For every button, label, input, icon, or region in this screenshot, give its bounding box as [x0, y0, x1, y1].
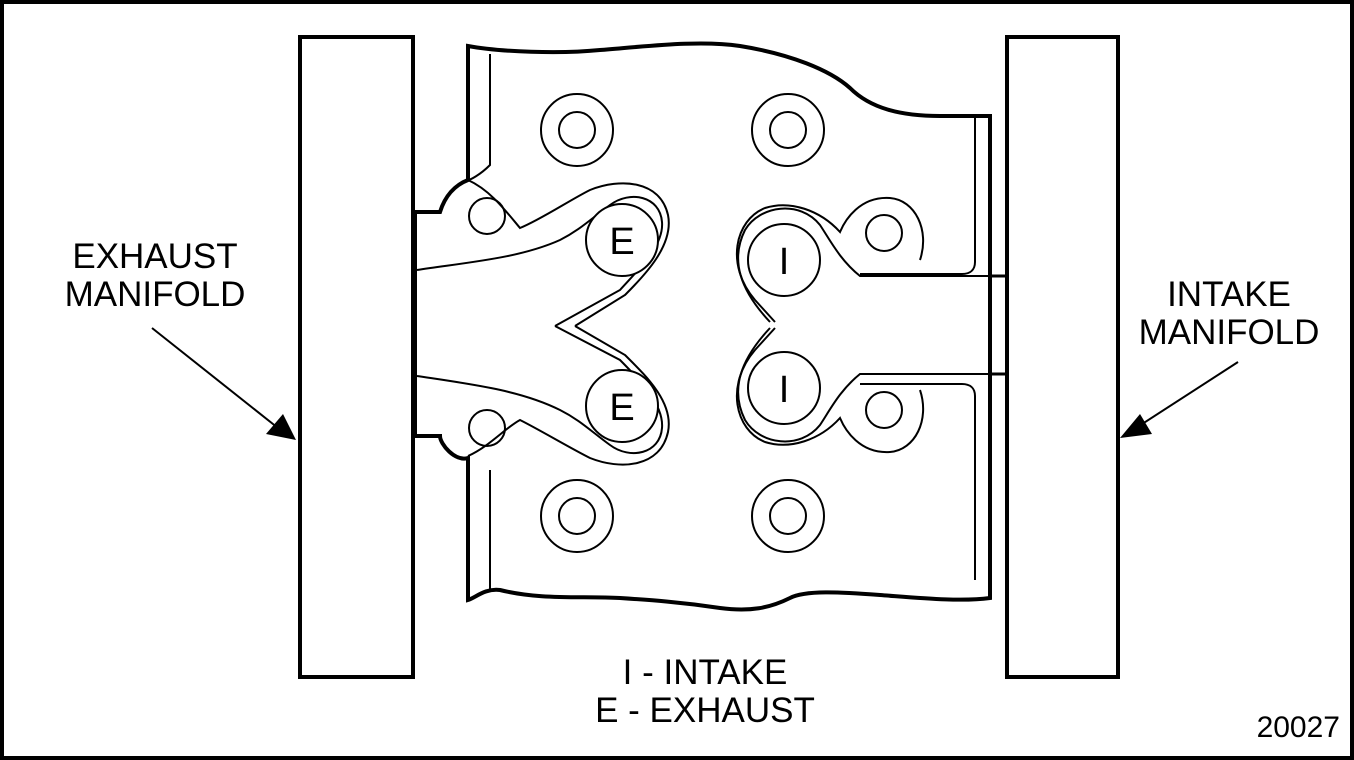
- intake-manifold-label: INTAKE MANIFOLD: [1124, 276, 1334, 352]
- bolt-boss-outer: [751, 479, 825, 553]
- exhaust-manifold-label: EXHAUST MANIFOLD: [50, 238, 260, 314]
- exhaust-manifold: [298, 35, 415, 679]
- bolt-hole: [558, 111, 596, 149]
- right-inner-edge: [860, 118, 976, 580]
- head-bolt-bosses: [468, 93, 903, 553]
- valve-seats: E E I I: [585, 203, 821, 443]
- exhaust-manifold-label-line1: EXHAUST: [72, 237, 238, 276]
- bolt-hole: [865, 214, 903, 252]
- bolt-boss-outer: [540, 479, 614, 553]
- legend-exhaust: E - EXHAUST: [595, 690, 815, 730]
- exhaust-valve-bottom: [585, 369, 659, 443]
- bolt-hole: [769, 497, 807, 535]
- exhaust-passage-bottom-outer: [467, 325, 670, 466]
- figure-number: 20027: [1256, 711, 1340, 744]
- exhaust-valve-top: [585, 203, 659, 277]
- intake-valve-top: [747, 223, 821, 297]
- bolt-hole: [558, 497, 596, 535]
- exhaust-valve-bottom-label: E: [609, 387, 634, 429]
- legend-intake: I - INTAKE: [622, 653, 788, 692]
- intake-passage-bottom-outer: [735, 327, 925, 454]
- exhaust-manifold-label-line2: MANIFOLD: [64, 274, 246, 314]
- bolt-boss-outer: [751, 93, 825, 167]
- bolt-hole: [865, 391, 903, 429]
- intake-passage-top-outer: [735, 196, 925, 323]
- exhaust-callout-arrow: [151, 327, 296, 440]
- intake-manifold-label-line2: MANIFOLD: [1138, 312, 1320, 352]
- bolt-hole: [468, 409, 506, 447]
- intake-valve-bottom-label: I: [779, 369, 790, 411]
- exhaust-valve-top-label: E: [609, 221, 634, 263]
- bolt-boss-outer: [540, 93, 614, 167]
- intake-manifold: [1005, 35, 1120, 679]
- bolt-hole: [769, 111, 807, 149]
- intake-valve-top-label: I: [779, 241, 790, 283]
- legend: I - INTAKE E - EXHAUST: [555, 654, 855, 730]
- intake-manifold-label-line1: INTAKE: [1167, 275, 1291, 314]
- cylinder-head-outline: [413, 41, 992, 612]
- bolt-hole: [468, 197, 506, 235]
- intake-callout-arrow: [1120, 361, 1239, 438]
- intake-valve-bottom: [747, 351, 821, 425]
- exhaust-passage-top-outer: [467, 179, 670, 327]
